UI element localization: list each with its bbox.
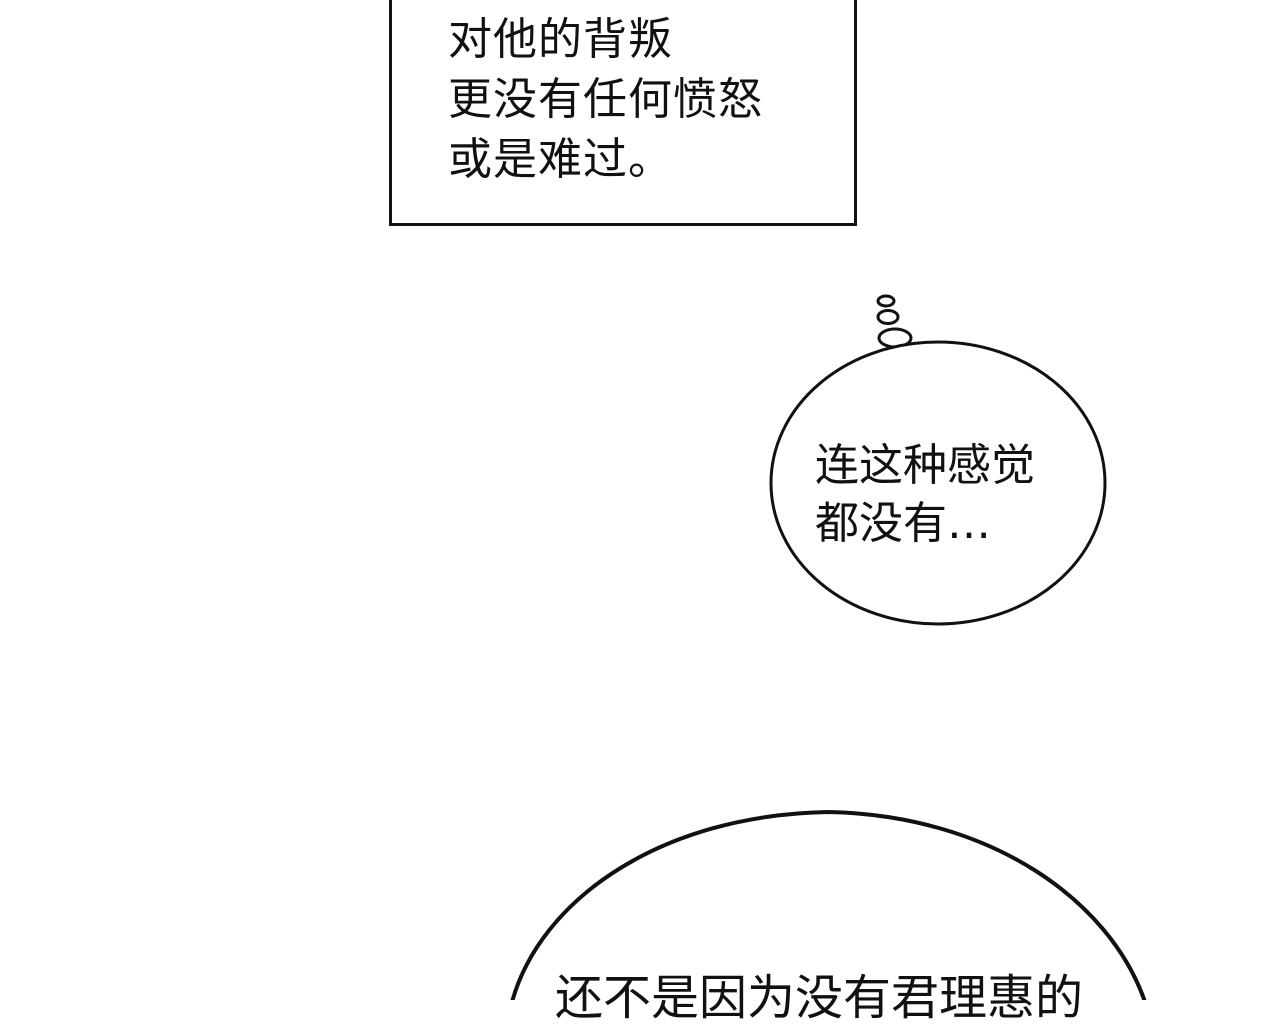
narration-line: 或是难过。 — [448, 134, 673, 185]
thought-bubble — [769, 340, 1107, 626]
bubble-artwork — [510, 294, 1147, 1000]
narration-text: 对他的背叛 更没有任何愤怒 或是难过。 — [448, 10, 763, 190]
thought-line: 连这种感觉 — [815, 440, 1035, 491]
thought-line: 都没有… — [815, 498, 991, 549]
narration-line: 更没有任何愤怒 — [448, 74, 763, 125]
speech-bubble — [510, 809, 1147, 1000]
thought-text: 连这种感觉 都没有… — [815, 437, 1035, 553]
speech-text: 还不是因为没有君理惠的 — [555, 970, 1084, 1026]
thought-trail-dot-small — [876, 294, 896, 308]
thought-trail-dot-medium — [876, 309, 900, 325]
narration-line: 对他的背叛 — [448, 14, 673, 65]
narration-box — [389, 0, 857, 226]
